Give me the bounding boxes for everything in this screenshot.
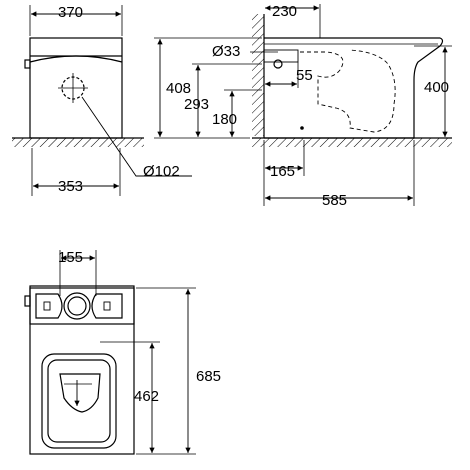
dim-102-label: Ø102: [143, 163, 180, 180]
inlet-circle: [273, 59, 283, 69]
top-view: [24, 250, 196, 455]
trap-dashed: [300, 49, 396, 133]
side-button: [24, 295, 31, 307]
dim-400-label: 400: [424, 79, 449, 96]
side-floor-hatch: [252, 138, 452, 147]
front-view: [12, 5, 192, 196]
small-button-right: [103, 301, 111, 311]
dim-462-label: 462: [134, 388, 159, 405]
dim-165-label: 165: [270, 163, 295, 180]
toilet-top-body: [29, 285, 135, 455]
seat-outer: [41, 353, 117, 449]
dim-408-label: 408: [166, 80, 191, 97]
dim-55-label: 55: [296, 67, 313, 84]
dim-180-label: 180: [212, 111, 237, 128]
dim-293-label: 293: [184, 96, 209, 113]
wall-hatch: [252, 14, 264, 136]
toilet-side-profile: [264, 37, 444, 139]
cistern-left-chamber: [35, 293, 63, 319]
dim-155-label: 155: [58, 249, 83, 266]
flush-button: [24, 59, 31, 69]
fixing-point: [300, 126, 304, 130]
flush-center-outer: [63, 292, 91, 320]
side-view: [154, 4, 452, 206]
flush-center-inner: [67, 296, 87, 316]
toilet-front-body: [29, 37, 123, 139]
dim-353-label: 353: [58, 178, 83, 195]
cistern-lid-curve: [29, 55, 123, 63]
dim-102-leader: [81, 96, 192, 177]
dim-230-label: 230: [272, 3, 297, 20]
dim-585-label: 585: [322, 192, 347, 209]
bowl-opening: [59, 373, 101, 413]
dim-33-label: Ø33: [212, 43, 240, 60]
front-floor-hatch: [12, 138, 144, 147]
seat-inner: [47, 359, 111, 443]
cistern-right-chamber: [91, 293, 123, 319]
small-button-left: [43, 301, 51, 311]
dim-685-label: 685: [196, 368, 221, 385]
dim-370-label: 370: [58, 4, 83, 21]
